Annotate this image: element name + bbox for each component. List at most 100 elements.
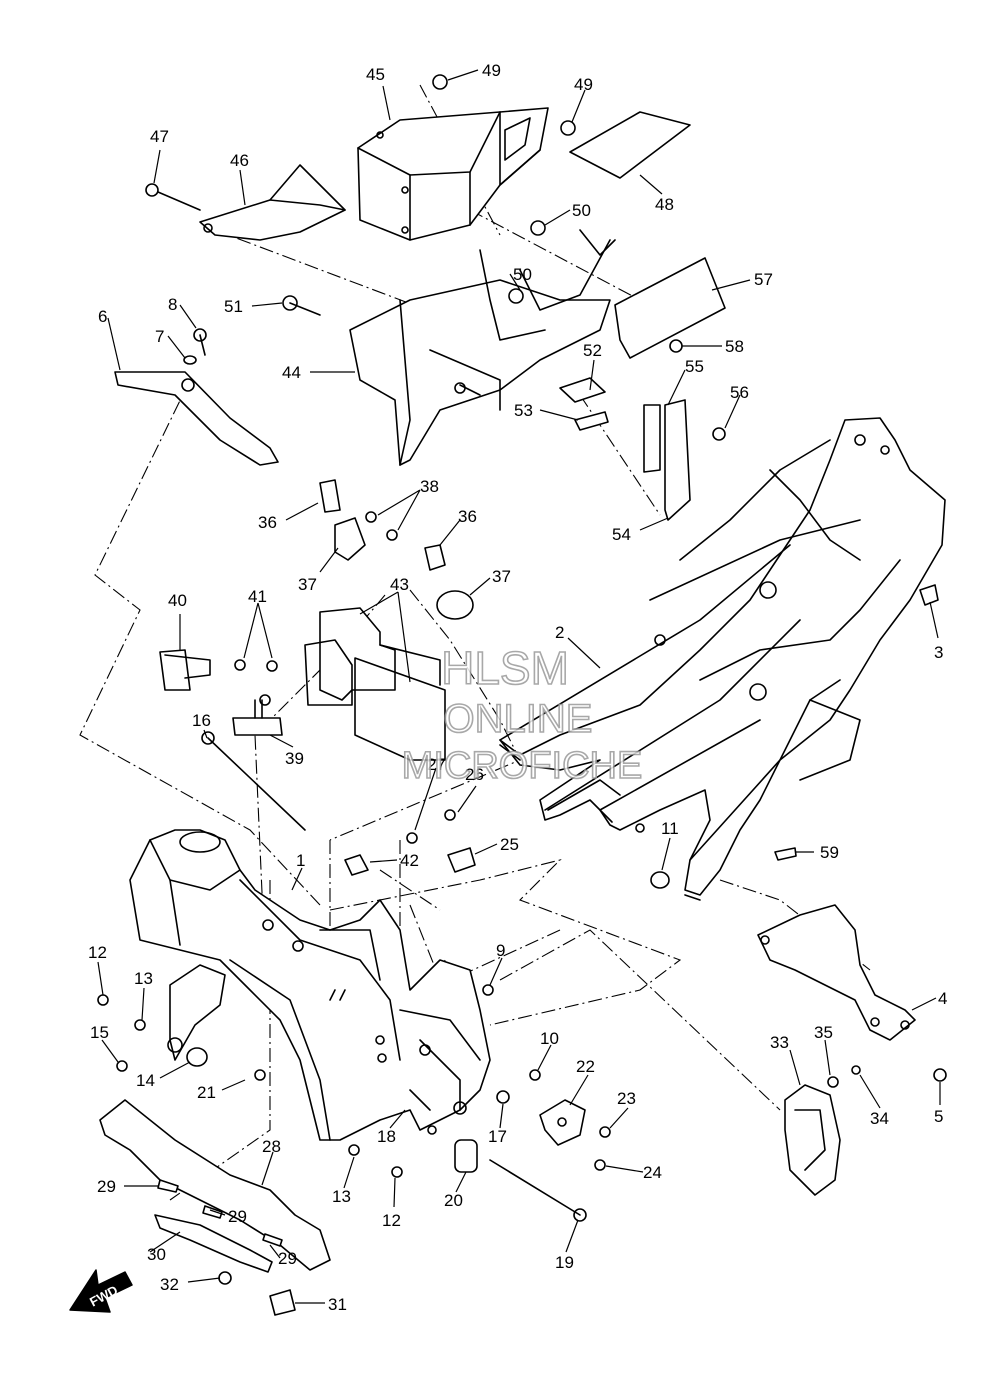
callout-19: 19 (555, 1253, 574, 1272)
battery-box-45 (357, 107, 549, 241)
callout-58: 58 (725, 337, 744, 356)
callout-18: 18 (377, 1127, 396, 1146)
callout-13b: 13 (332, 1187, 351, 1206)
side-bracket-13-15 (167, 964, 226, 1067)
bolt-19 (489, 1159, 587, 1222)
panel-43 (304, 607, 446, 761)
callout-37: 37 (298, 575, 317, 594)
watermark-line-1: HLSM (441, 642, 569, 694)
front-frame-1 (129, 829, 491, 1141)
dampers-36-37 (319, 479, 474, 620)
callout-20: 20 (444, 1191, 463, 1210)
callout-55: 55 (685, 357, 704, 376)
callout-9: 9 (496, 941, 505, 960)
rear-bracket-4 (757, 904, 916, 1041)
callout-28: 28 (262, 1137, 281, 1156)
callout-49: 49 (482, 61, 501, 80)
callout-14: 14 (136, 1071, 155, 1090)
strap-55-54 (643, 399, 691, 521)
callout-12b: 12 (382, 1211, 401, 1230)
callout-10: 10 (540, 1029, 559, 1048)
small-part-52-53 (559, 377, 609, 431)
bolt-16 (201, 731, 306, 831)
callout-25: 25 (500, 835, 519, 854)
collar-20 (454, 1139, 478, 1173)
callout-29: 29 (97, 1177, 116, 1196)
bolts-upper (145, 74, 726, 441)
callout-11: 11 (661, 819, 679, 838)
watermark-line-2: ONLINE (444, 697, 593, 741)
callout-57: 57 (754, 270, 773, 289)
callout-26: 26 (465, 765, 484, 784)
callout-45: 45 (366, 65, 385, 84)
battery-pad-48 (569, 111, 691, 179)
callout-43: 43 (390, 575, 409, 594)
callout-32: 32 (160, 1275, 179, 1294)
callout-42: 42 (400, 851, 419, 870)
callout-6: 6 (98, 307, 107, 326)
side-rail-28-30 (99, 1099, 331, 1316)
callout-35: 35 (814, 1023, 833, 1042)
callout-50: 50 (572, 201, 591, 220)
plate-57 (614, 257, 726, 359)
callout-13: 13 (134, 969, 153, 988)
callout-29b: 29 (228, 1207, 247, 1226)
watermark: HLSM ONLINE MICROFICHE (401, 641, 643, 788)
callout-22: 22 (576, 1057, 595, 1076)
callout-39: 39 (285, 749, 304, 768)
callout-12: 12 (88, 943, 107, 962)
callout-31: 31 (328, 1295, 347, 1314)
callout-16: 16 (192, 711, 211, 730)
callout-30: 30 (147, 1245, 166, 1264)
callout-15: 15 (90, 1023, 109, 1042)
callout-3: 3 (934, 643, 943, 662)
callout-27: 27 (427, 755, 446, 774)
callout-4: 4 (938, 989, 947, 1008)
callout-48: 48 (655, 195, 674, 214)
callout-59: 59 (820, 843, 839, 862)
callout-33: 33 (770, 1033, 789, 1052)
callout-37b: 37 (492, 567, 511, 586)
rear-frame-2b (499, 744, 701, 901)
leader-lines (97, 69, 941, 1304)
part-11-59 (650, 847, 797, 889)
part-39 (232, 694, 283, 736)
cover-33 (784, 1065, 861, 1196)
callout-5: 5 (934, 1107, 943, 1126)
bracket-44 (349, 229, 616, 466)
callout-labels: 45 49 49 47 46 48 50 50 57 51 8 6 7 58 4… (88, 61, 947, 1314)
callout-50b: 50 (513, 265, 532, 284)
cover-46 (199, 164, 346, 241)
callout-40: 40 (168, 591, 187, 610)
bracket-22 (539, 1099, 586, 1146)
bracket-40 (159, 649, 278, 691)
callout-17: 17 (488, 1127, 507, 1146)
callout-41: 41 (248, 587, 267, 606)
arm-6 (114, 371, 279, 466)
callout-49b: 49 (574, 75, 593, 94)
callout-44: 44 (282, 363, 301, 382)
fwd-arrow-icon: FWD (69, 1269, 133, 1313)
callout-54: 54 (612, 525, 631, 544)
callout-46: 46 (230, 151, 249, 170)
callout-2: 2 (555, 623, 564, 642)
callout-53: 53 (514, 401, 533, 420)
callout-38: 38 (420, 477, 439, 496)
callout-1: 1 (296, 851, 305, 870)
callout-8: 8 (168, 295, 177, 314)
callout-34: 34 (870, 1109, 889, 1128)
callout-36b: 36 (458, 507, 477, 526)
callout-51: 51 (224, 297, 243, 316)
callout-36: 36 (258, 513, 277, 532)
callout-21: 21 (197, 1083, 216, 1102)
main-frame-2 (499, 417, 946, 896)
callout-52: 52 (583, 341, 602, 360)
callout-7: 7 (155, 327, 164, 346)
callout-24: 24 (643, 1163, 662, 1182)
callout-56: 56 (730, 383, 749, 402)
small-bolts-lower (97, 984, 947, 1178)
callout-29c: 29 (278, 1249, 297, 1268)
bracket-25-42 (344, 809, 476, 876)
callout-47: 47 (150, 127, 169, 146)
